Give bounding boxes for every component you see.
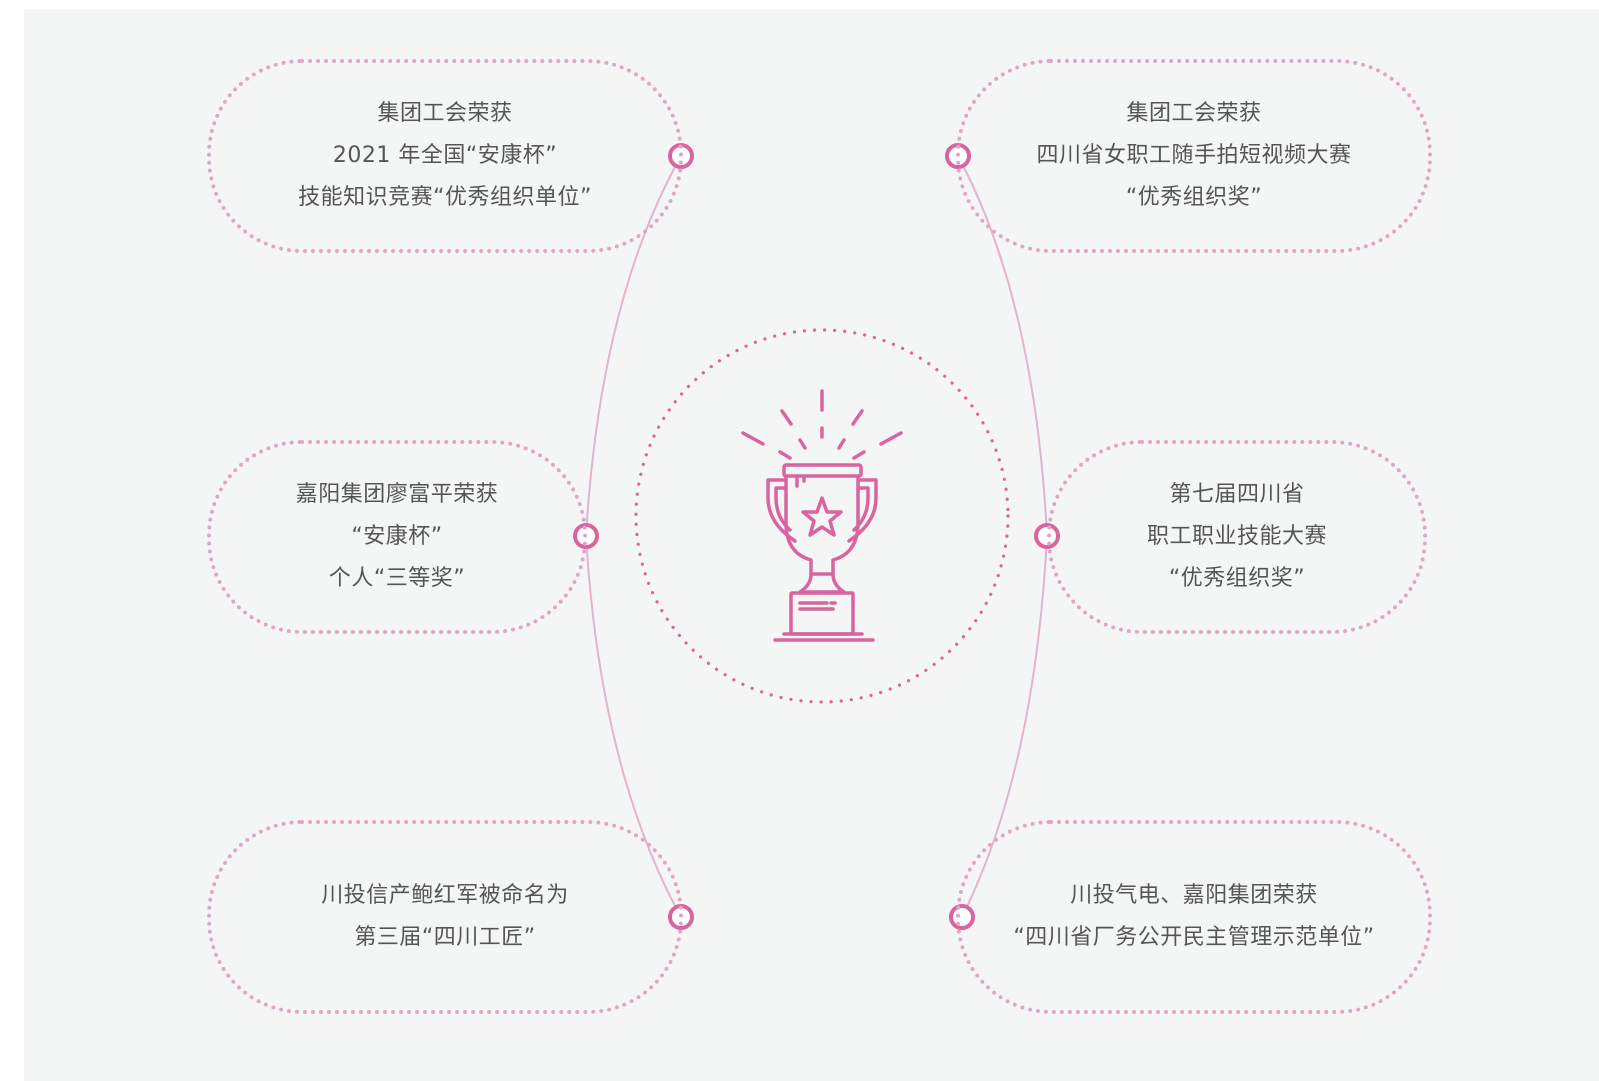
dotted-ring: [634, 328, 1010, 704]
award-card-6: 川投气电、嘉阳集团荣获 “四川省厂务公开民主管理示范单位”: [956, 820, 1432, 1014]
award-card-1: 集团工会荣获 2021 年全国“安康杯” 技能知识竞赛“优秀组织单位”: [207, 59, 683, 253]
award-card-5: 第七届四川省 职工职业技能大赛 “优秀组织奖”: [1047, 440, 1427, 634]
award-4-line-1: 集团工会荣获: [1126, 101, 1262, 126]
award-6-line-1: 川投气电、嘉阳集团荣获: [1070, 883, 1318, 908]
award-1-line-1: 集团工会荣获: [377, 101, 513, 126]
trophy-center: [633, 327, 1011, 705]
award-5-line-2: 职工职业技能大赛: [1146, 524, 1327, 549]
trophy-star-icon: [634, 328, 1010, 704]
award-2-line-2: “安康杯”: [351, 524, 443, 549]
award-2-line-3: 个人“三等奖”: [328, 566, 466, 591]
award-1-line-2: 2021 年全国“安康杯”: [332, 143, 558, 168]
award-1-line-3: 技能知识竞赛“优秀组织单位”: [298, 185, 592, 210]
award-6-line-2: “四川省厂务公开民主管理示范单位”: [1013, 925, 1375, 950]
award-card-2: 嘉阳集团廖富平荣获 “安康杯” 个人“三等奖”: [207, 440, 587, 634]
award-5-line-3: “优秀组织奖”: [1168, 566, 1306, 591]
award-3-line-2: 第三届“四川工匠”: [354, 925, 536, 950]
award-5-line-1: 第七届四川省: [1169, 482, 1305, 507]
award-3-line-1: 川投信产鲍红军被命名为: [321, 883, 569, 908]
award-4-line-3: “优秀组织奖”: [1125, 185, 1263, 210]
award-card-4: 集团工会荣获 四川省女职工随手拍短视频大赛 “优秀组织奖”: [956, 59, 1432, 253]
award-2-line-1: 嘉阳集团廖富平荣获: [295, 482, 499, 507]
award-card-3: 川投信产鲍红军被命名为 第三届“四川工匠”: [207, 820, 683, 1014]
award-4-line-2: 四川省女职工随手拍短视频大赛: [1036, 143, 1352, 168]
